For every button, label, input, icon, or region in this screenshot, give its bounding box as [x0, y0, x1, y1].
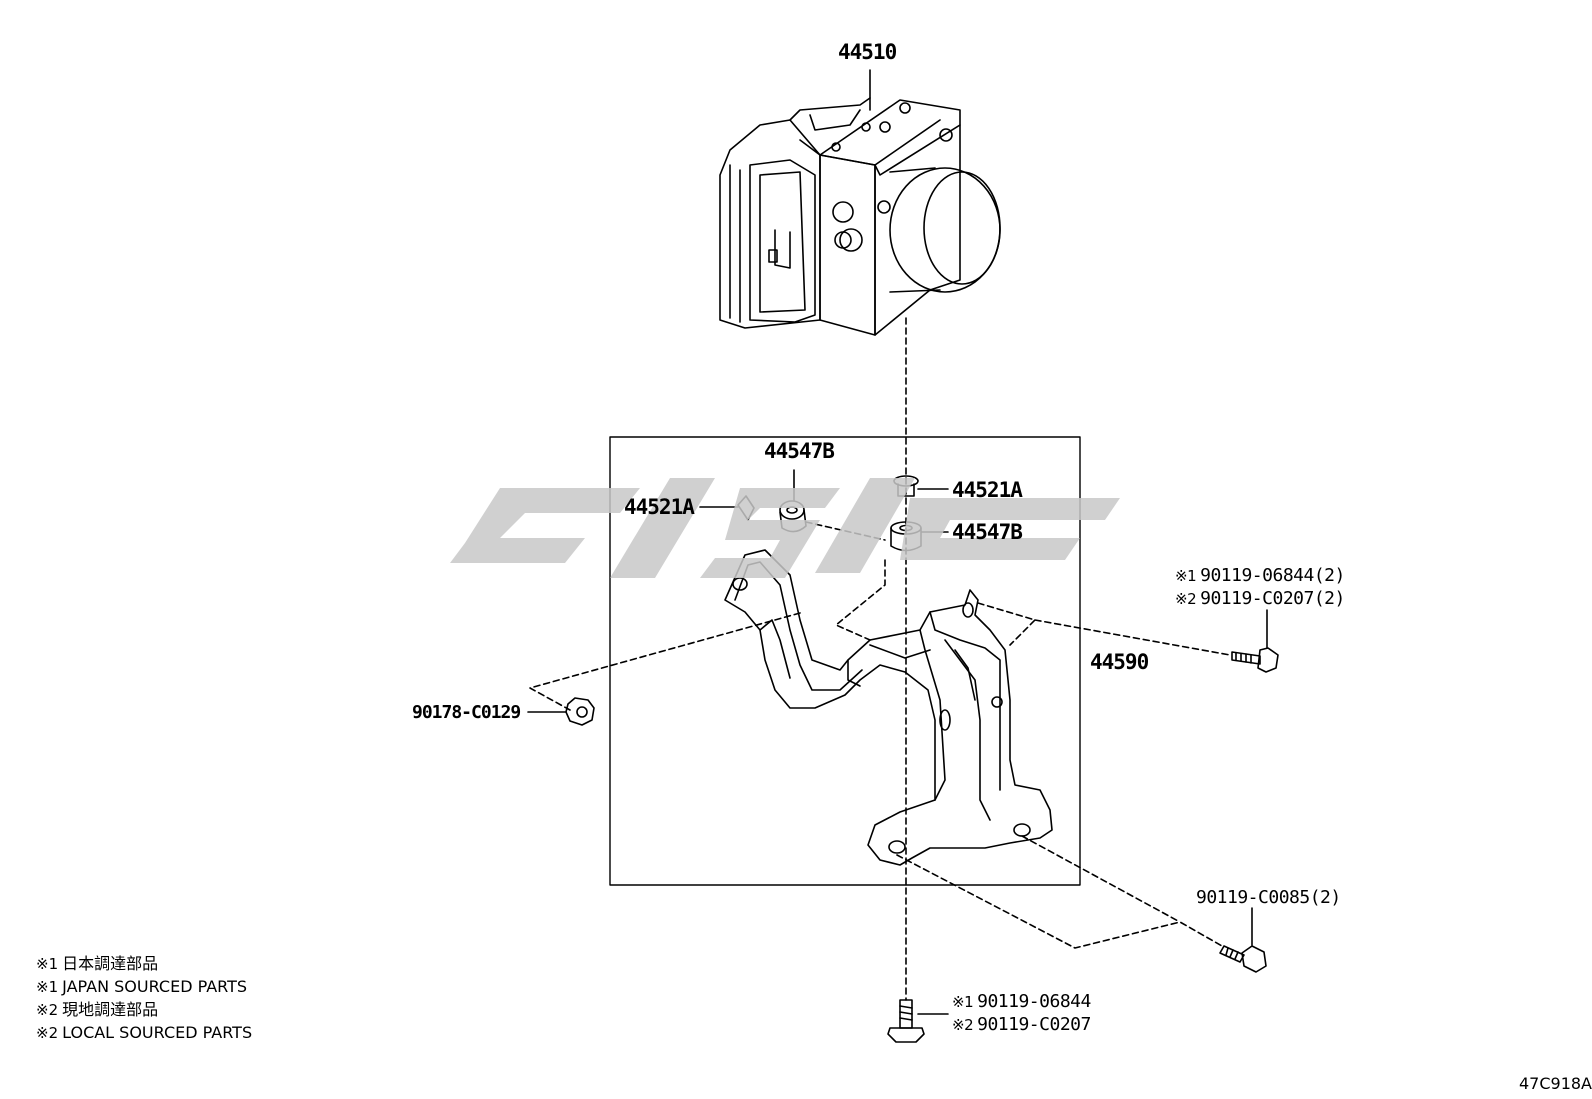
label-bracket: 44590	[1090, 650, 1149, 674]
label-grommet-left: 44547B	[764, 439, 835, 463]
figure-code: 47C918A	[1518, 1074, 1592, 1093]
bolt-bottom-drawing	[887, 999, 949, 1043]
part-number: 90119-C0207(2)	[1200, 588, 1345, 609]
note-mark: ※1	[1175, 567, 1197, 585]
bolt-right-drawing	[1231, 609, 1279, 673]
note-mark: ※2	[1175, 590, 1197, 608]
label-bolt-bottom-right: 90119-C0085(2)	[1196, 887, 1341, 908]
part-number: 90119-06844	[977, 991, 1091, 1012]
note-mark: ※2	[952, 1016, 974, 1034]
note-text: 現地調達部品	[62, 1000, 159, 1019]
abs-actuator-drawing	[719, 69, 1001, 336]
bolt-bottom-right-drawing	[1219, 907, 1267, 973]
label-nut-left: 90178-C0129	[412, 702, 521, 723]
part-number: 90119-C0207	[977, 1014, 1091, 1035]
label-collar-right: 44521A	[952, 478, 1023, 502]
note-mark: ※1	[952, 993, 974, 1011]
part-number: 90119-06844(2)	[1200, 565, 1345, 586]
note-mark: ※1	[36, 978, 59, 996]
note-mark: ※2	[36, 1024, 59, 1042]
watermark-logo	[450, 478, 1120, 578]
note-mark: ※1	[36, 955, 59, 973]
label-abs-actuator: 44510	[838, 40, 897, 64]
note-text: 日本調達部品	[62, 954, 159, 973]
note-mark: ※2	[36, 1001, 59, 1019]
note-text: JAPAN SOURCED PARTS	[62, 977, 248, 996]
label-collar-left: 44521A	[624, 495, 695, 519]
nut-left-drawing	[527, 697, 595, 726]
note-text: LOCAL SOURCED PARTS	[62, 1023, 253, 1042]
label-grommet-right: 44547B	[952, 520, 1023, 544]
bracket-drawing	[724, 549, 1053, 866]
